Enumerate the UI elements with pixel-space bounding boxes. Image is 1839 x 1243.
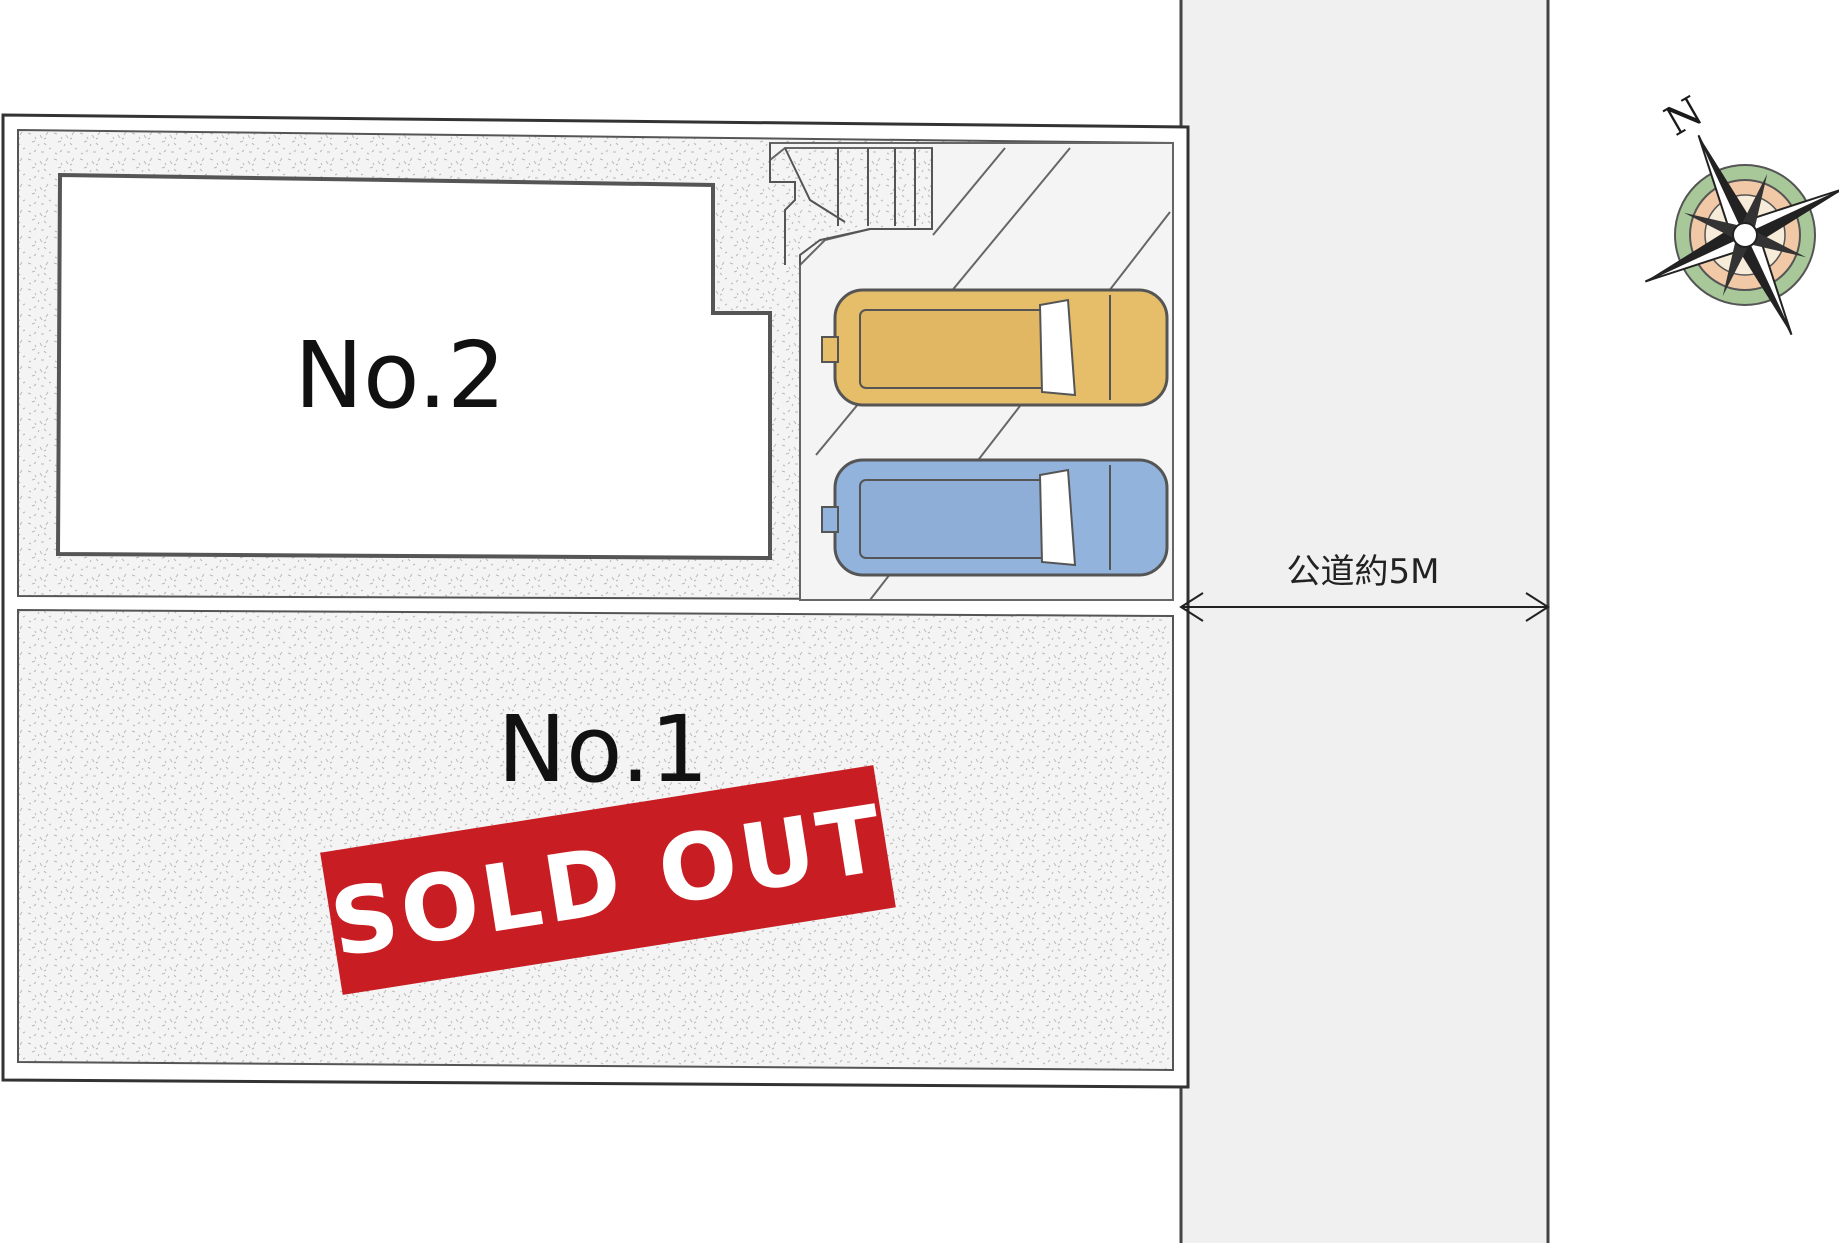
lot-no1-label: No.1 [497, 696, 708, 803]
building-no2 [55, 172, 772, 561]
road-width-label: 公道約5M [1287, 552, 1440, 592]
road-width-dimension [1179, 592, 1550, 622]
entrance-stairs [769, 143, 933, 265]
car-yellow [821, 288, 1169, 407]
public-road [1181, 0, 1548, 1243]
car-blue [821, 458, 1169, 577]
compass-rose-icon [1644, 134, 1839, 336]
lot-no2-label: No.2 [294, 322, 505, 429]
compass-north-label: N [1657, 88, 1710, 145]
